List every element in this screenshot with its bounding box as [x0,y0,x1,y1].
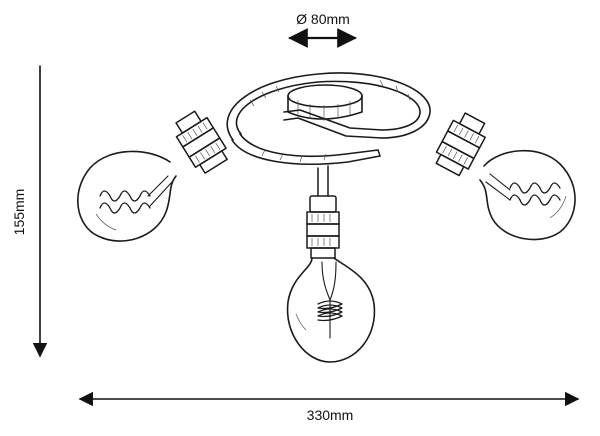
ceiling-canopy [287,84,363,121]
center-bulb [286,257,376,363]
canopy-diameter-label: Ø 80mm [296,11,350,27]
right-bulb [479,149,576,241]
width-label: 330mm [307,407,354,423]
right-socket [435,112,486,177]
height-label: 155mm [11,189,27,236]
left-bulb [77,150,177,242]
width-dimension: 330mm [78,391,580,423]
canopy-diameter-dimension: Ø 80mm [288,11,357,48]
lamp-fixture [77,72,576,363]
left-socket [175,110,228,174]
height-dimension: 155mm [11,65,48,358]
spiral-arm [226,72,431,165]
center-stem [317,165,329,197]
center-socket [306,195,340,259]
